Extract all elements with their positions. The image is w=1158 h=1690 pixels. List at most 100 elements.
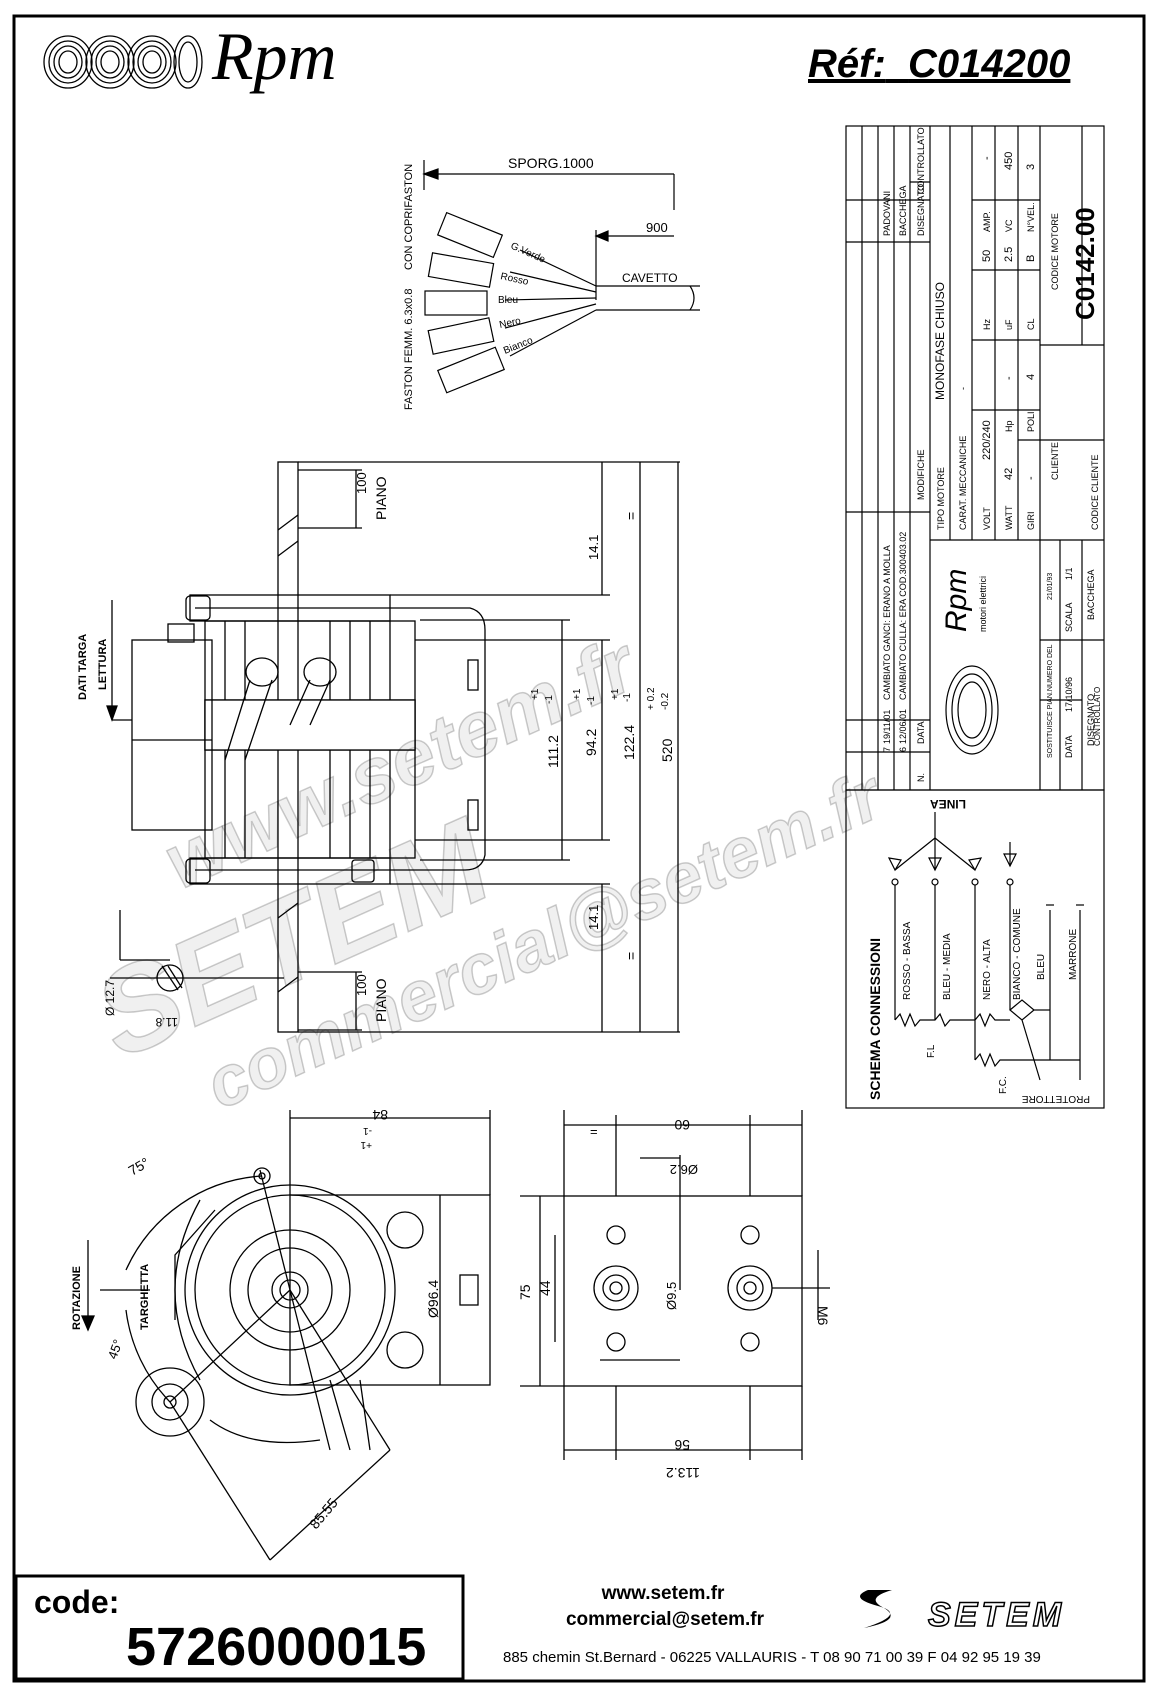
footer-address: 885 chemin St.Bernard - 06225 VALLAURIS …: [503, 1649, 1041, 1666]
lettura-label: LETTURA: [97, 639, 109, 690]
plate-dim-56: 56: [674, 1437, 690, 1453]
reference-label: Réf:: [808, 42, 886, 86]
controllato-label: CONTROLLATO: [1093, 687, 1102, 746]
plate-dim-60: 60: [674, 1117, 690, 1133]
dim-111-tol-hi: +1: [530, 688, 541, 700]
dim-520-tol-lo: -0.2: [660, 692, 671, 710]
schema-wire-2: NERO - ALTA: [982, 939, 993, 1000]
rev6-text: CAMBIATO CULLA: ERA COD.300403.02: [898, 532, 908, 700]
scala-value: 1/1: [1064, 567, 1074, 580]
dim-84-tol-lo: -1: [363, 1125, 372, 1136]
schema-fc: F.C.: [998, 1076, 1009, 1094]
schema-wire-3: BIANCO - COMUNE: [1012, 908, 1023, 1000]
amp-value: -: [981, 156, 993, 160]
nvel-value: 3: [1025, 164, 1037, 170]
rev7-text: CAMBIATO GANCI: ERANO A MOLLA: [882, 545, 892, 700]
wiring-schema: [845, 789, 1105, 1109]
plate-dim-113: 113.2: [666, 1465, 700, 1481]
dim-100-bottom: 100: [354, 974, 369, 996]
sporg-label: SPORG.1000: [508, 155, 594, 171]
cliente-label: CLIENTE: [1050, 442, 1060, 480]
dim-14-1-top: 14.1: [586, 535, 601, 560]
rev7-n: 7: [882, 747, 892, 752]
dim-122-tol-lo: -1: [622, 693, 633, 702]
rev-head-date: DATA: [916, 721, 926, 744]
shaft-dia: Ø 12.7: [103, 980, 117, 1016]
dim-520: 520: [659, 738, 675, 762]
rev-head-mod: MODIFICHE: [916, 450, 926, 501]
piano-top: PIANO: [373, 476, 389, 520]
tipo-motore-label: TIPO MOTORE: [936, 467, 946, 530]
name-padovani: PADOVANI: [882, 191, 892, 236]
uf-label: uF: [1004, 319, 1014, 330]
dim-84: 84: [372, 1107, 388, 1123]
setem-logo: SETEM: [927, 1595, 1066, 1635]
nvel-label: N°VEL.: [1026, 202, 1036, 232]
rev6-date: 12/06/01: [898, 709, 908, 744]
controllato-top: CONTROLLATO: [916, 127, 926, 194]
dati-targa-label: DATI TARGA: [77, 634, 89, 700]
company-sub: motori elettrici: [978, 576, 988, 632]
hp-label: Hp: [1004, 420, 1014, 432]
hz-value: 50: [981, 250, 993, 262]
data-label: DATA: [1064, 735, 1074, 758]
schema-protettore: PROTETTORE: [1022, 1093, 1090, 1104]
name-bacchega: BACCHEGA: [898, 185, 908, 236]
footer-website-link[interactable]: www.setem.fr: [601, 1583, 725, 1604]
amp-label: AMP.: [982, 211, 992, 232]
watt-label: WATT: [1004, 505, 1014, 530]
codice-cliente-label: CODICE CLIENTE: [1090, 454, 1100, 530]
schema-text: SCHEMA CONNESSIONI LINEA ROSSO - BASSA B…: [867, 797, 1090, 1104]
dim-111: 111.2: [545, 735, 561, 768]
motor-side-view: [106, 461, 680, 1033]
vc-value: 450: [1003, 152, 1015, 170]
giri-value: -: [1025, 476, 1037, 480]
schema-linea: LINEA: [930, 797, 966, 811]
codice-motore-label: CODICE MOTORE: [1050, 213, 1060, 290]
cl-value: B: [1025, 255, 1037, 262]
angle-45: 45°: [105, 1337, 126, 1361]
title-block-text: 7 19/11/01 CAMBIATO GANCI: ERANO A MOLLA…: [882, 127, 1102, 782]
sost-date: 21/01/93: [1047, 573, 1054, 600]
disegnato-label: DISEGNATO: [1086, 694, 1096, 746]
cl-label: CL: [1026, 318, 1036, 330]
schema-wire-4: BLEU: [1036, 954, 1047, 980]
code-label: code:: [34, 1584, 120, 1620]
schema-wire-0: ROSSO - BASSA: [902, 921, 913, 1000]
rev6-n: 6: [898, 747, 908, 752]
footer-email-link[interactable]: commercial@setem.fr: [565, 1609, 765, 1630]
watt-value: 42: [1003, 468, 1015, 480]
code-box: [14, 1574, 465, 1681]
schema-wire-1: BLEU - MEDIA: [942, 933, 953, 1000]
dim-94-tol-lo: -1: [586, 696, 597, 705]
carat-mecc-value: -: [958, 387, 968, 390]
sheet-border: [12, 14, 1146, 1683]
plate-dim-m6: M6: [815, 1306, 831, 1326]
schema-fl: F.L: [926, 1044, 937, 1058]
dim-122-tol-hi: +1: [610, 688, 621, 700]
dim-520-tol-hi: + 0.2: [646, 687, 657, 710]
reference-value: C014200: [908, 42, 1071, 86]
uf-value: 2.5: [1003, 247, 1015, 262]
dim-14-1-bottom: 14.1: [586, 905, 601, 930]
title-block: [845, 125, 1105, 791]
hp-value: -: [1003, 376, 1015, 380]
eq-top: =: [623, 512, 639, 520]
codice-motore-value: C0142.00: [1070, 207, 1100, 320]
rpm-coil-logo: [43, 35, 203, 89]
wire-color-2: Bleu: [498, 295, 518, 306]
reference-number: Réf: C014200: [808, 42, 1070, 87]
piano-bottom: PIANO: [373, 978, 389, 1022]
schema-title: SCHEMA CONNESSIONI: [867, 938, 883, 1100]
code-value: 5726000015: [126, 1617, 427, 1677]
poli-value: 4: [1025, 374, 1037, 380]
dim-111-tol-lo: -1: [544, 695, 555, 704]
hz-label: Hz: [982, 319, 992, 330]
dim-100-top: 100: [354, 472, 369, 494]
sostituisce-label: SOSTITUISCE PIAN.NUMERO DEL: [1047, 644, 1054, 758]
giri-label: GIRI: [1026, 511, 1036, 530]
brand-title: Rpm: [212, 18, 337, 94]
rev-head-n: N.: [916, 773, 926, 782]
eq-bottom: =: [623, 952, 639, 960]
